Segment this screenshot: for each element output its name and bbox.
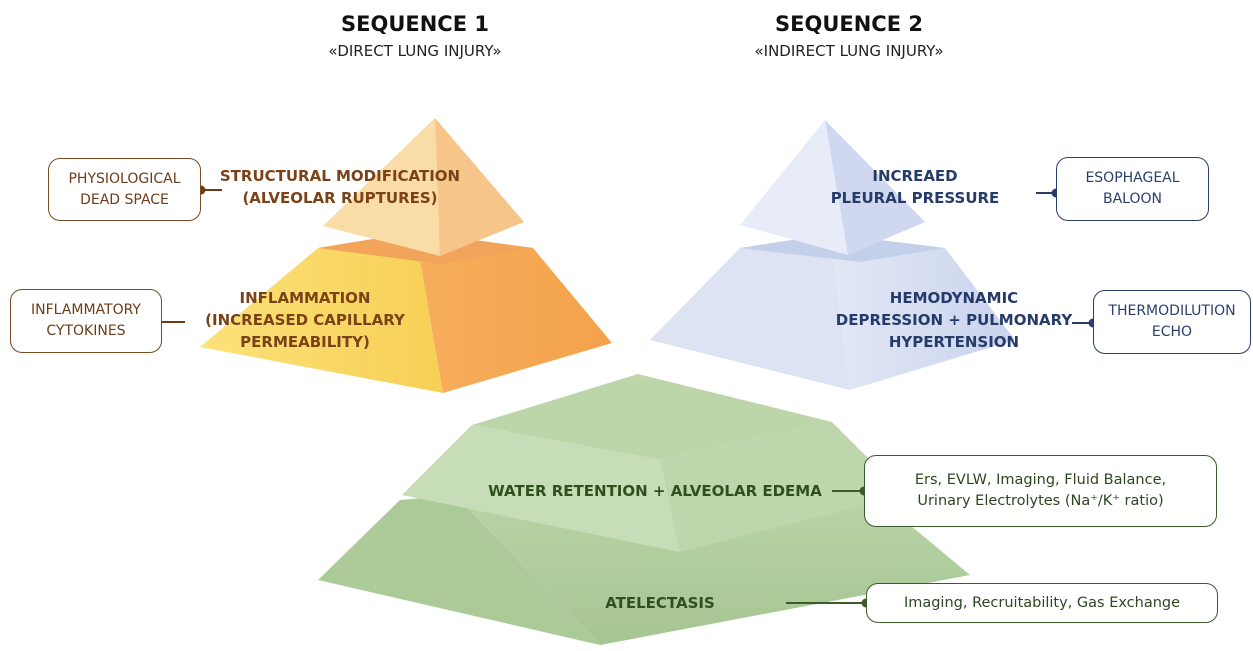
right-tip-left-face — [740, 120, 848, 255]
left-tip-right-face — [435, 118, 524, 256]
right-pyramid — [650, 120, 1015, 390]
right-tip-right-face — [825, 120, 925, 255]
bottom-lower-left-face — [318, 495, 600, 645]
left-pyramid — [200, 118, 612, 393]
right-frustum-left-face — [650, 234, 850, 390]
water-retention-label: WATER RETENTION + ALVEOLAR EDEMA — [488, 482, 822, 500]
hemodynamic-label: HEMODYNAMIC DEPRESSION + PULMONARY HYPER… — [835, 289, 1073, 351]
sequence-2-title: SEQUENCE 2 — [775, 12, 923, 36]
bottom-upper-left-face — [402, 425, 680, 552]
inflammation-label: INFLAMMATION (INCREASED CAPILLARY PERMEA… — [205, 289, 405, 351]
left-frustum-right-face — [415, 232, 612, 393]
right-frustum-right-face — [830, 234, 1015, 390]
bottom-lower-right-face — [455, 495, 970, 645]
structural-modification-label: STRUCTURAL MODIFICATION (ALVEOLAR RUPTUR… — [219, 167, 461, 207]
esophageal-baloon-box: ESOPHAGEAL BALOON — [1056, 157, 1209, 221]
pleural-pressure-label: INCREAED PLEURAL PRESSURE — [830, 167, 1000, 207]
cytokines-box: INFLAMMATORY CYTOKINES — [10, 289, 162, 353]
sequence-2-subtitle: «INDIRECT LUNG INJURY» — [754, 42, 944, 60]
dead-space-box: PHYSIOLOGICAL DEAD SPACE — [48, 158, 201, 221]
left-frustum-left-face — [200, 232, 443, 393]
bottom-upper-right-face — [660, 422, 905, 552]
sequence-1-title: SEQUENCE 1 — [341, 12, 489, 36]
atelectasis-measures-box: Imaging, Recruitability, Gas Exchange — [866, 583, 1218, 623]
bottom-upper-top-face — [472, 374, 832, 460]
thermodilution-box: THERMODILUTION ECHO — [1093, 290, 1251, 354]
left-tip-left-face — [323, 118, 440, 256]
atelectasis-label: ATELECTASIS — [605, 594, 715, 612]
sequence-1-subtitle: «DIRECT LUNG INJURY» — [328, 42, 502, 60]
bottom-pyramid — [318, 374, 970, 645]
edema-measures-box: Ers, EVLW, Imaging, Fluid Balance, Urina… — [864, 455, 1217, 527]
